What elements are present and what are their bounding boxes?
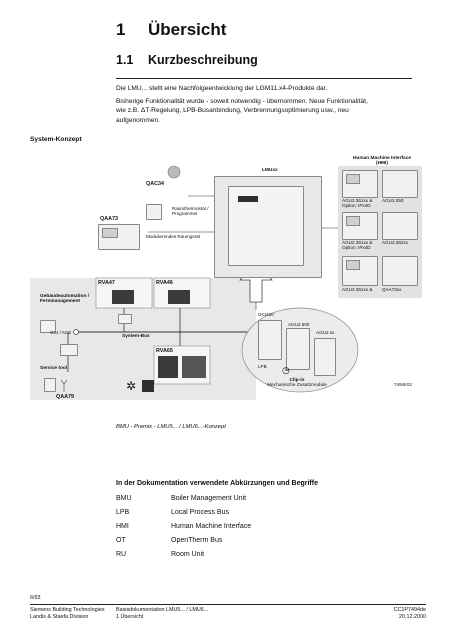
qaa79-device	[44, 378, 56, 392]
agu2xx-module	[314, 338, 336, 376]
drawing-number: 7494ir02	[394, 382, 412, 387]
rva65-device-a	[158, 356, 178, 378]
intro-paragraph: Die LMU... stellt eine Nachfolgeentwickl…	[116, 84, 416, 125]
oci420-label: OCI420	[258, 312, 274, 317]
agu2xx-label: AGU2.xx	[316, 330, 335, 335]
rva46-device	[168, 290, 190, 304]
hmi-device-2b	[382, 212, 418, 240]
hmi-row2-left: AGU2.361xx & Option: IPx4D	[342, 240, 373, 251]
hmi-row1-right: AGU2.350	[382, 198, 404, 203]
agu500-label: AGU2.500	[288, 322, 310, 327]
agu500-module	[286, 328, 310, 370]
rva46-label: RVA46	[156, 280, 173, 286]
oci-monitor-icon	[40, 320, 56, 333]
hmi-row2-right: AGU2.362xx	[382, 240, 409, 245]
footer-divider	[30, 604, 426, 605]
lmu-connector	[238, 196, 258, 202]
qaa73-display	[102, 228, 118, 238]
room-thermostat-device	[146, 204, 162, 220]
oci420-module	[258, 320, 282, 360]
hmi-display-1a	[346, 174, 360, 184]
qac34-label: QAC34	[146, 181, 164, 187]
rva47-label: RVA47	[98, 280, 115, 286]
page-number: 6/93	[30, 595, 41, 601]
hmi-row3-right: QAA73xx	[382, 287, 402, 292]
intro-line-1: Die LMU... stellt eine Nachfolgeentwickl…	[116, 85, 328, 92]
clipin-label: Clip-in Mechanische Zusatzmodule	[267, 378, 327, 389]
rva65-label: RVA65	[156, 348, 173, 354]
oci-acs-label: OCI / ACS	[50, 330, 72, 335]
boiler-module-icon	[142, 380, 154, 392]
intro-line-3: wie z.B. ΔT-Regelung, LPB-Busanbindung, …	[116, 107, 349, 115]
gear-icon: ✲	[126, 379, 137, 393]
hmi-row3-left: AGU2.361xx &	[342, 287, 373, 292]
section-title: Kurzbeschreibung	[148, 53, 258, 67]
qaa79-label: QAA79	[56, 394, 74, 400]
lmu-label: LMUxx	[262, 168, 278, 173]
hmi-row1-left: AGU2.361xx & Option: IPx4D	[342, 198, 373, 209]
laptop-icon	[60, 344, 78, 356]
side-label-system-konzept: System-Konzept	[30, 136, 82, 143]
qaa73-label: QAA73	[100, 216, 118, 222]
footer-company: Siemens Building Technologies Landis & S…	[30, 607, 105, 620]
hmi-title: Human Machine Interface (HMI)	[352, 156, 412, 167]
modulierendes-raumgeraet-label: Modulierendes Raumgerät	[146, 234, 201, 239]
chapter-title: Übersicht	[148, 20, 227, 39]
raumthermostat-label: Raumthermostat / Programmer	[172, 206, 209, 217]
service-tool-label: Service tool	[40, 366, 68, 371]
rva47-device	[112, 290, 134, 304]
hmi-display-2a	[346, 216, 360, 226]
diagram-caption: BMU - Premix - LMU5... / LMU6...-Konzept	[116, 424, 226, 430]
hmi-device-3b	[382, 256, 418, 286]
intro-line-4: aufgenommen.	[116, 116, 160, 124]
system-bus-label: System-Bus	[122, 334, 150, 339]
chapter-number: 1	[116, 20, 126, 39]
footer-document: Basisdokumentation LMU5... / LMU6... 1 Ü…	[116, 607, 209, 620]
section-divider	[116, 78, 412, 79]
hmi-device-1b	[382, 170, 418, 198]
bus-module-icon	[118, 314, 132, 324]
footer-code-date: CC1P7494de 20.12.2000	[393, 607, 426, 620]
clock-icon: ◷	[282, 365, 290, 375]
gebaeudeautomation-label: Gebäudeautomation / Fernmanagement	[40, 294, 90, 305]
intro-line-2: Bisherige Funktionalität wurde - soweit …	[116, 98, 368, 106]
section-number: 1.1	[116, 53, 134, 67]
abbrev-title: In der Dokumentation verwendete Abkürzun…	[116, 480, 318, 487]
hmi-display-3a	[346, 260, 360, 270]
rva65-device-b	[182, 356, 206, 378]
lpb-label: LPB	[258, 364, 267, 369]
